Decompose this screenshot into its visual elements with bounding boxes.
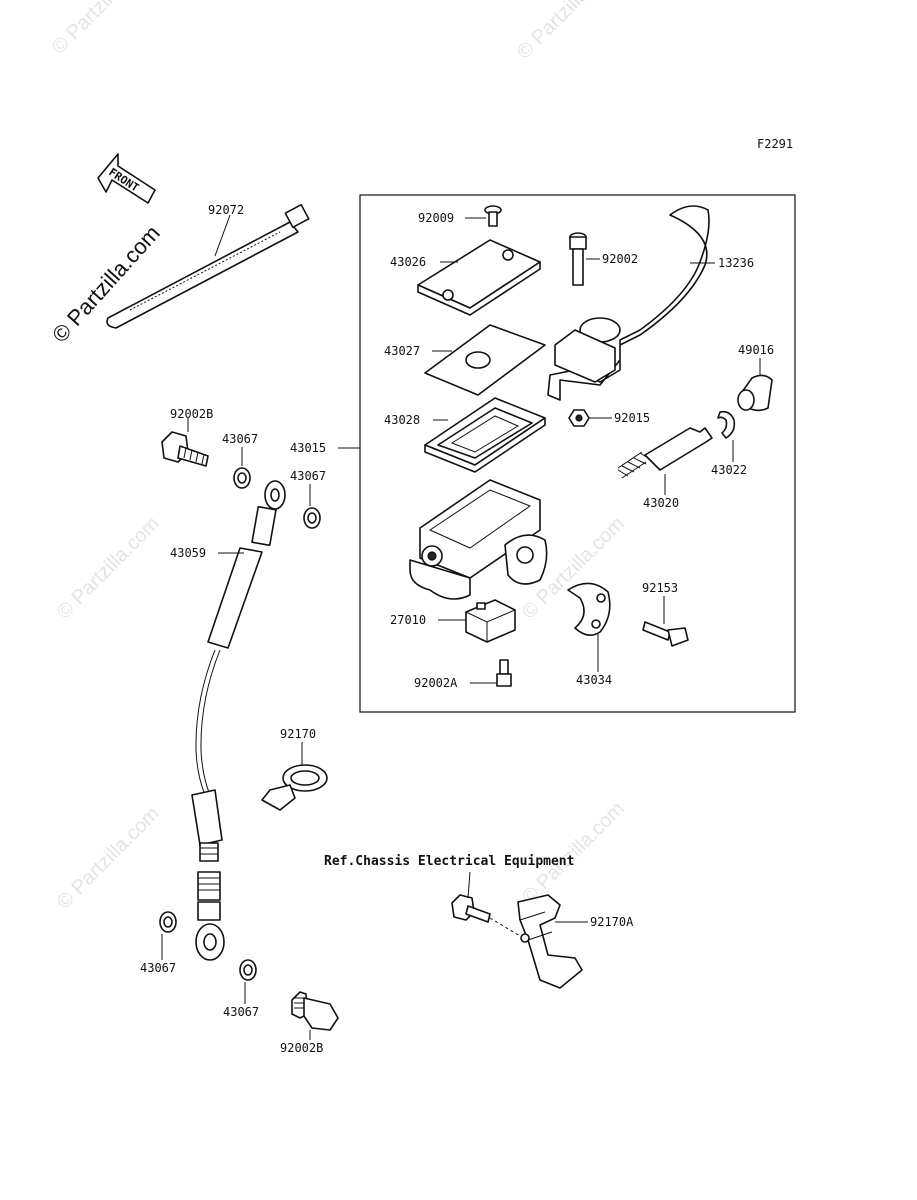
reference-note: Ref.Chassis Electrical Equipment	[324, 854, 574, 869]
part-label-92009: 92009	[418, 211, 454, 225]
figure-code: F2291	[757, 137, 793, 151]
part-label-43067-bottom-right: 43067	[223, 1005, 259, 1019]
bolt-icon	[642, 621, 689, 647]
part-label-92002B-bottom: 92002B	[280, 1041, 323, 1055]
diaphragm-icon	[424, 397, 546, 473]
brake-lever-icon	[547, 205, 710, 401]
nut-icon	[568, 409, 590, 427]
banjo-bolt-icon	[161, 431, 209, 467]
part-label-92153: 92153	[642, 581, 678, 595]
part-label-92170A: 92170A	[590, 915, 634, 929]
part-label-43067-bottom-left: 43067	[140, 961, 176, 975]
watermark: © Partzilla.com	[48, 0, 159, 59]
watermark: © Partzilla.com	[513, 0, 624, 64]
part-label-43067-top-left: 43067	[222, 432, 258, 446]
front-arrow-icon: FRONT	[97, 153, 156, 204]
watermark-brand: © Partzilla.com	[47, 220, 165, 347]
banjo-bolt-icon	[291, 991, 339, 1031]
clamp-holder-icon	[567, 582, 611, 636]
part-label-43026: 43026	[390, 255, 426, 269]
dust-boot-icon	[737, 374, 773, 412]
part-label-43020: 43020	[643, 496, 679, 510]
part-label-43067-top-right: 43067	[290, 469, 326, 483]
gasket-icon	[159, 911, 177, 933]
gasket-icon	[239, 959, 257, 981]
watermarks: © Partzilla.com © Partzilla.com © Partzi…	[48, 0, 629, 914]
hose-clamp-icon	[261, 764, 328, 811]
brake-switch-icon	[465, 599, 516, 643]
part-label-92002A: 92002A	[414, 676, 458, 690]
gasket-icon	[233, 467, 251, 489]
piston-icon	[617, 427, 713, 479]
screw-icon	[496, 659, 512, 687]
screw-icon	[484, 205, 502, 227]
part-label-92002: 92002	[602, 252, 638, 266]
part-label-49016: 49016	[738, 343, 774, 357]
gasket-icon	[303, 507, 321, 529]
reservoir-cap-icon	[417, 239, 541, 316]
part-label-43022: 43022	[711, 463, 747, 477]
cable-tie-icon	[106, 203, 310, 329]
assembly-box	[359, 194, 796, 713]
brake-hose-icon	[191, 480, 286, 961]
part-label-92002B-top: 92002B	[170, 407, 213, 421]
circlip-icon	[717, 410, 736, 439]
part-label-43028: 43028	[384, 413, 420, 427]
watermark: © Partzilla.com	[53, 513, 164, 624]
part-label-43059: 43059	[170, 546, 206, 560]
part-label-92170: 92170	[280, 727, 316, 741]
part-label-92072: 92072	[208, 203, 244, 217]
part-label-43015: 43015	[290, 441, 326, 455]
bracket-bolt-icon	[451, 871, 521, 937]
part-label-43034: 43034	[576, 673, 612, 687]
part-label-27010: 27010	[390, 613, 426, 627]
master-cylinder-body-icon	[409, 479, 548, 600]
plate-icon	[424, 324, 546, 396]
part-label-13236: 13236	[718, 256, 754, 270]
clamp-bracket-icon	[517, 894, 583, 989]
part-label-43027: 43027	[384, 344, 420, 358]
pivot-bolt-icon	[569, 232, 587, 286]
watermark: © Partzilla.com	[53, 803, 164, 914]
part-label-92015: 92015	[614, 411, 650, 425]
